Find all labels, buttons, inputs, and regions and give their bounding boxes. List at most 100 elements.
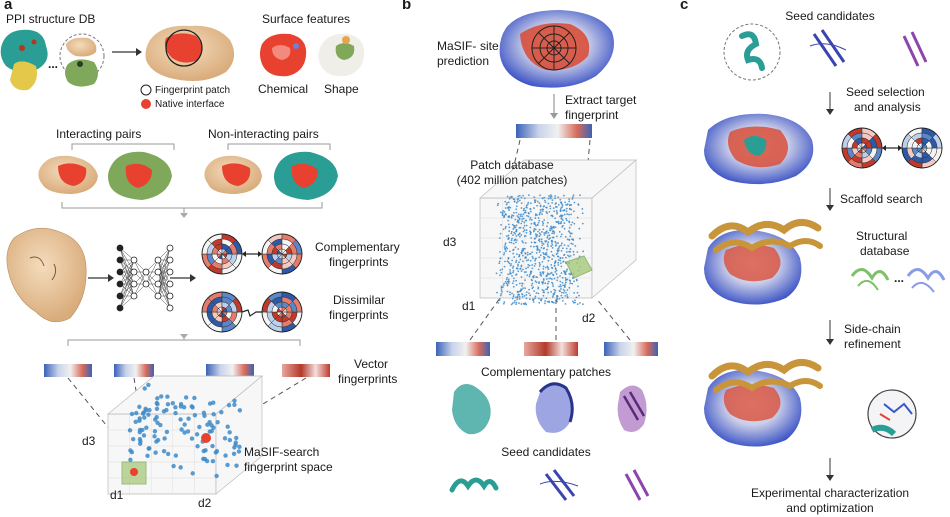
data-point [534,201,536,204]
data-point [515,208,518,211]
data-point [152,434,157,439]
patch-database-l2: (402 million patches) [456,173,568,187]
data-point [510,303,513,306]
data-point [537,221,540,224]
nn-node [166,268,174,276]
experimental-l2: and optimization [786,501,874,515]
masif-site-label-l1: MaSIF- [437,39,477,53]
data-point [509,293,511,296]
vector-fingerprints-l2: fingerprints [338,372,398,386]
data-point [558,249,560,252]
data-point [531,282,534,285]
data-point [560,244,563,247]
data-point [532,301,535,303]
data-point [565,247,568,250]
data-point [140,411,146,416]
data-point [559,280,562,283]
data-point [561,225,563,228]
data-point [509,269,511,271]
cube-b-axis-d3: d3 [443,235,457,249]
data-point [556,211,559,214]
data-point [581,222,584,225]
data-point [531,279,533,282]
data-point [517,264,519,267]
data-point [161,409,167,414]
data-point [540,274,543,277]
data-point [211,400,216,405]
data-point [138,439,143,444]
non-interacting-pair [204,151,338,200]
data-point [223,453,228,458]
data-point [556,279,559,282]
data-point [505,235,508,238]
data-point [558,298,561,300]
data-point [555,209,558,212]
data-point [559,285,562,288]
data-point [510,232,513,235]
data-point [512,280,515,282]
data-point [535,276,538,278]
input-patch-shape [6,227,87,323]
data-point [536,204,538,207]
data-point [559,259,562,262]
data-point [551,278,553,281]
data-point [560,233,563,236]
data-point [535,235,538,238]
data-point [529,230,531,233]
candidate-fingerprint-2 [524,342,578,356]
data-point [515,261,517,264]
patch-database-l1: Patch database [470,158,554,172]
data-point [541,210,544,213]
data-point [129,449,135,455]
nn-node [130,268,138,276]
data-point [137,427,143,433]
data-point [550,250,553,253]
data-point [501,211,504,214]
data-point [507,223,510,226]
data-point [562,288,565,291]
data-point [515,211,518,214]
data-point [563,290,566,292]
data-point [510,215,513,218]
highlight-circle [59,33,105,79]
data-point [564,302,567,305]
data-point [222,436,228,441]
data-point [203,448,208,453]
data-point [154,414,159,420]
data-point [544,240,547,243]
data-point [531,251,534,254]
data-point [550,245,553,248]
data-point [560,288,562,290]
data-point [524,235,527,237]
data-point [554,289,557,292]
data-point [503,215,506,218]
data-point [551,243,554,246]
data-point [533,241,536,244]
nn-node [116,244,124,252]
data-point [521,215,524,218]
data-point [548,195,550,197]
data-point [538,281,540,283]
data-point [529,233,532,236]
data-point [533,222,536,224]
data-point [557,203,560,206]
data-point [533,207,535,209]
data-point [552,207,555,210]
data-point [506,290,509,293]
data-point [529,216,532,219]
data-point [539,271,542,274]
data-point [560,265,563,268]
data-point [515,253,518,255]
data-point [498,262,501,265]
data-point [499,294,502,297]
data-point [582,303,584,306]
data-point [563,284,566,287]
data-point [549,197,552,200]
data-point [551,230,554,233]
data-point [147,446,152,451]
data-point [565,217,568,220]
selected-patch-region [565,255,593,279]
data-point [530,284,533,287]
data-point [565,210,568,213]
data-point [511,297,514,300]
